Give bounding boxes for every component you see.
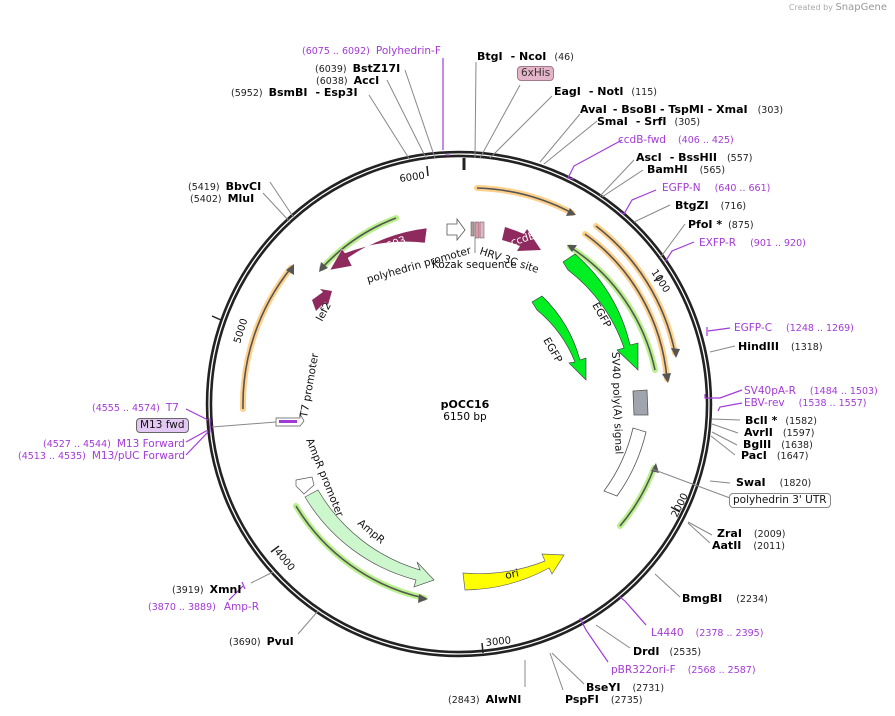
m13-fwd-label: M13 fwd [136,418,189,433]
primer-egfp-c: EGFP-C(1248 .. 1269) [734,322,854,334]
tick-3000: 3000 [485,635,511,649]
site-bseyi: BseYI(2731) [586,681,664,694]
hrv-site-mark [479,221,485,239]
site-aatii: AatII(2011) [712,539,785,552]
orf-arcs [239,185,680,412]
site-bbvci: (5419)BbvCI [188,180,261,193]
site-paci: PacI(1647) [741,449,808,462]
site-leaders [250,61,741,691]
restriction-sites: BtgI- NcoI(46) EagI- NotI(115) AvaI- Bso… [172,50,823,706]
site-bglii: BglII(1638) [743,438,813,451]
kozak-label: Kozak sequence [432,259,517,271]
t7-leader [211,421,277,428]
backbone-ring [205,150,713,658]
primer-m13-puc-forward: (4513 .. 4535)M13/pUC Forward [18,450,185,462]
site-mlui: (5402)MluI [190,192,254,205]
polyhedrin-utr-label: polyhedrin 3' UTR [729,493,831,508]
plasmid-length: 6150 bp [443,411,487,423]
primer-sv40pa-r: SV40pA-R(1484 .. 1503) [744,385,878,397]
site-bcli: BclI *(1582) [745,414,817,427]
site-asci: AscI- BssHII(557) [636,151,753,164]
primer-labels: (6075 .. 6092)Polyhedrin-F ccdB-fwd(406 … [18,45,878,676]
plasmid-name: pOCC16 [441,398,490,411]
ori-label: ori [504,567,520,582]
egfp-label-2: EGFP [540,336,564,366]
kozak-mark [470,221,475,237]
site-btgzi: BtgZI(716) [675,199,746,212]
site-smai: SmaI- SrfI(305) [597,115,700,128]
site-zrai: ZraI(2009) [717,527,786,540]
site-xmni: (3919)XmnI [172,583,241,596]
tick-5000: 5000 [232,317,250,345]
primer-amp-r: (3870 .. 3889)Amp-R [148,601,259,613]
site-swai: SwaI(1820) [736,476,811,489]
sv40-box [632,389,649,416]
polyhedrin-utr-feature [603,427,647,497]
primer-egfp-n: EGFP-N(640 .. 661) [662,182,770,194]
site-bstz17i: (6039)BstZ17I [315,62,400,75]
site-bamhi: BamHI(565) [647,163,725,176]
polyhedrin-promoter-arrow [446,217,466,242]
ampr-feature [304,489,435,588]
credit-brand: SnapGene [835,2,887,13]
primer-ccdb-fwd: ccdB-fwd(406 .. 425) [618,134,734,146]
snapgene-credit: Created by SnapGene [789,2,887,13]
primer-l4440: L4440(2378 .. 2395) [651,627,763,639]
site-pfoi: PfoI *(875) [688,218,754,231]
site-eagi: EagI- NotI(115) [554,85,657,98]
t7-label: T7 promoter [298,352,321,420]
credit-prefix: Created by [788,3,833,12]
site-pvui: (3690)PvuI [229,635,294,648]
tick-6000: 6000 [399,171,426,185]
site-bsmbi: (5952)BsmBI- Esp3I [231,86,358,99]
ori-feature [462,553,565,591]
his-tag-mark [474,221,480,239]
green-arcs [293,215,659,603]
sv40-label: SV40 poly(A) signal [609,352,625,455]
primer-t7: (4555 .. 4574)T7 [92,402,179,414]
primer-exfp-r: EXFP-R(901 .. 920) [699,237,806,249]
primer-leaders [185,58,743,663]
site-hindiii: HindIII(1318) [738,340,823,353]
site-avai: AvaI- BsoBI - TspMI - XmaI(303) [580,103,783,116]
site-pspfi: PspFI(2735) [565,693,643,706]
site-acci: (6038)AccI [316,74,379,87]
egfp-features: EGFP EGFP [531,253,639,381]
primer-m13-forward: (4527 .. 4544)M13 Forward [43,438,185,450]
his-tag-label: 6xHis [517,66,555,81]
primer-ebv-rev: EBV-rev(1538 .. 1557) [744,397,867,409]
site-avrii: AvrII(1597) [744,426,815,439]
site-btgi: BtgI- NcoI(46) [477,50,574,63]
ampr-promoter-arrow [295,476,315,495]
primer-polyhedrin-f: (6075 .. 6092)Polyhedrin-F [302,45,441,57]
m13-primer-mark [279,420,297,423]
maroon-features: ORF603 ccdB lef2 [312,227,541,323]
primer-pbr322ori-f: pBR322ori-F(2568 .. 2587) [611,664,756,676]
site-bmgbi: BmgBI(2234) [682,592,768,605]
site-alwni: (2843)AlwNI [448,693,521,706]
site-drdi: DrdI(2535) [633,645,701,658]
